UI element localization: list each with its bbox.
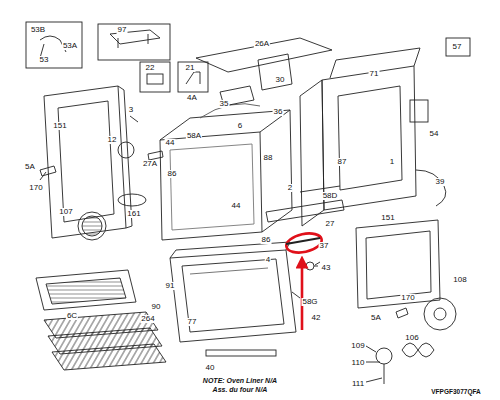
callout-number: 4 (265, 256, 271, 264)
callout-number: 58D (322, 192, 339, 200)
callout-number: 97 (117, 26, 128, 34)
callout-number: 54 (429, 130, 440, 138)
callout-number: 40 (205, 364, 216, 372)
callout-number: 108 (452, 276, 467, 284)
callout-number: 170 (400, 294, 415, 302)
callout-number: 161 (126, 210, 141, 218)
callout-number: 110 (351, 359, 366, 367)
note-text: NOTE: Oven Liner N/A (202, 377, 278, 384)
model-number: VFPGF3077QFA (430, 389, 482, 396)
callout-number: 6 (237, 122, 243, 130)
callout-number: 86 (167, 170, 178, 178)
callout-number: 6C (66, 312, 78, 320)
callout-number: 21 (185, 64, 196, 72)
callout-number: 37 (319, 242, 330, 250)
callout-number: 106 (404, 334, 419, 342)
callout-number: 107 (58, 208, 73, 216)
callout-number: 2 (287, 184, 293, 192)
callout-number: 30 (275, 76, 286, 84)
callout-number: 86 (261, 236, 272, 244)
callout-number: 58A (186, 132, 202, 140)
callout-number: 57 (452, 43, 463, 51)
callout-number: 71 (369, 70, 380, 78)
callout-number: 53A (62, 42, 78, 50)
callout-number: 91 (165, 282, 176, 290)
callout-number: 42 (311, 314, 322, 322)
callout-number: 77 (187, 318, 198, 326)
callout-number: 5A (24, 163, 36, 171)
callout-number: 27 (325, 220, 336, 228)
callout-number: 109 (350, 342, 365, 350)
callout-number: 90 (151, 303, 162, 311)
callout-number: 151 (52, 122, 67, 130)
callout-number: 1 (389, 158, 395, 166)
callout-number: 43 (321, 264, 332, 272)
callout-number: 27A (142, 160, 158, 168)
callout-number: 53 (39, 56, 50, 64)
callout-number: 170 (28, 184, 43, 192)
callout-number: 35 (219, 100, 230, 108)
callout-number: 264 (140, 315, 155, 323)
callout-number: 44 (165, 139, 176, 147)
note-text: Ass. du four N/A (212, 386, 269, 393)
callout-number: 151 (380, 214, 395, 222)
callout-number: 58G (301, 298, 318, 306)
callout-number: 44 (231, 202, 242, 210)
callout-number: 111 (351, 380, 365, 388)
callout-number: 36 (273, 108, 284, 116)
callout-number: 39 (435, 178, 446, 186)
callout-number: 12 (107, 136, 118, 144)
callout-number: 3 (128, 106, 134, 114)
callout-number: 5A (370, 314, 382, 322)
callout-number: 87 (337, 158, 348, 166)
callout-number: 88 (263, 154, 274, 162)
callout-number: 4A (186, 94, 198, 102)
callout-number: 53B (30, 26, 46, 34)
callout-number: 22 (145, 64, 156, 72)
callout-number: 26A (254, 40, 270, 48)
